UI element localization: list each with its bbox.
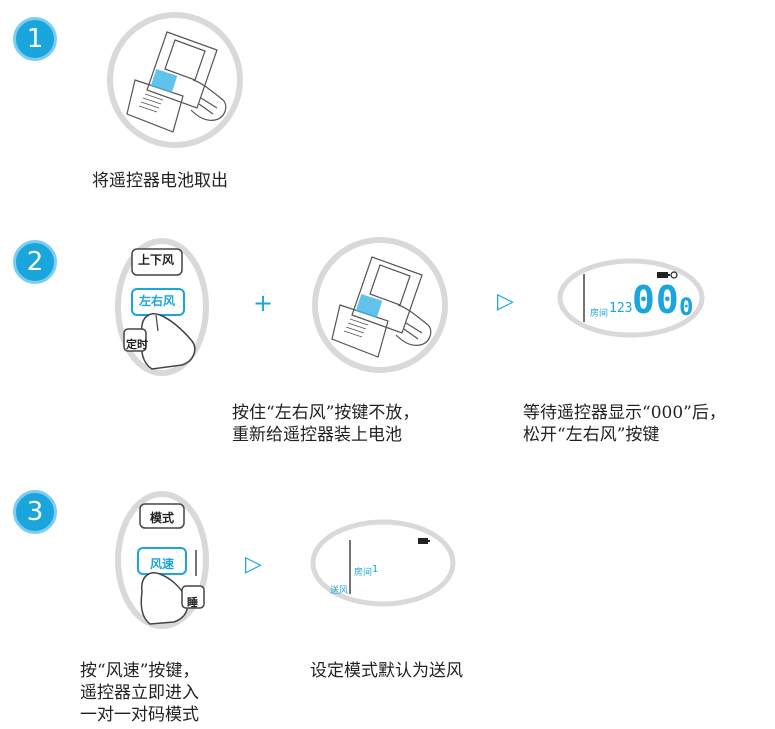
lcd-room-label-2: 房间 [354, 568, 373, 578]
step-3-caption-press: 按“风速”按键， 遥控器立即进入 一对一对码模式 [80, 661, 200, 725]
fan-speed-button-label: 风速 [150, 557, 175, 571]
lcd-display-000 [557, 258, 705, 338]
remote-left-right-wind-button-illustration [115, 238, 209, 376]
left-right-wind-button-label: 左右风 [139, 294, 176, 308]
up-down-wind-button-label: 上下风 [138, 253, 175, 267]
arrow-right-icon-2: ▷ [245, 552, 262, 577]
lcd-small-zero: 0 [679, 293, 694, 321]
sleep-button-partial-label: 睡 [187, 596, 198, 609]
timer-button-partial-label: 定时 [126, 338, 148, 351]
step-1-badge: 1 [13, 17, 57, 61]
arrow-right-icon: ▷ [497, 289, 514, 314]
lcd-display-fan-mode [310, 519, 456, 607]
remote-battery-removal-illustration [107, 12, 243, 148]
step-2-caption-press: 按住“左右风”按键不放， 重新给遥控器装上电池 [232, 403, 420, 445]
step-2-caption-release: 等待遥控器显示“000”后， 松开“左右风”按键 [523, 403, 726, 445]
step-3-badge: 3 [13, 490, 57, 534]
mode-button-label: 模式 [150, 511, 175, 525]
lcd-fan-mode-label: 送风 [330, 586, 349, 596]
lcd-room-number-2: 1 [372, 564, 379, 575]
step-2-badge: 2 [13, 240, 57, 284]
step-3-caption-default: 设定模式默认为送风 [310, 661, 463, 681]
remote-fan-speed-button-illustration [115, 491, 209, 629]
plus-icon: + [253, 289, 274, 317]
remote-battery-insert-illustration [312, 237, 448, 373]
lcd-big-digits: 00 [632, 278, 680, 322]
lcd-room-label: 房间 [590, 309, 609, 319]
lcd-room-number: 123 [609, 301, 633, 316]
step-1-caption: 将遥控器电池取出 [92, 171, 228, 191]
